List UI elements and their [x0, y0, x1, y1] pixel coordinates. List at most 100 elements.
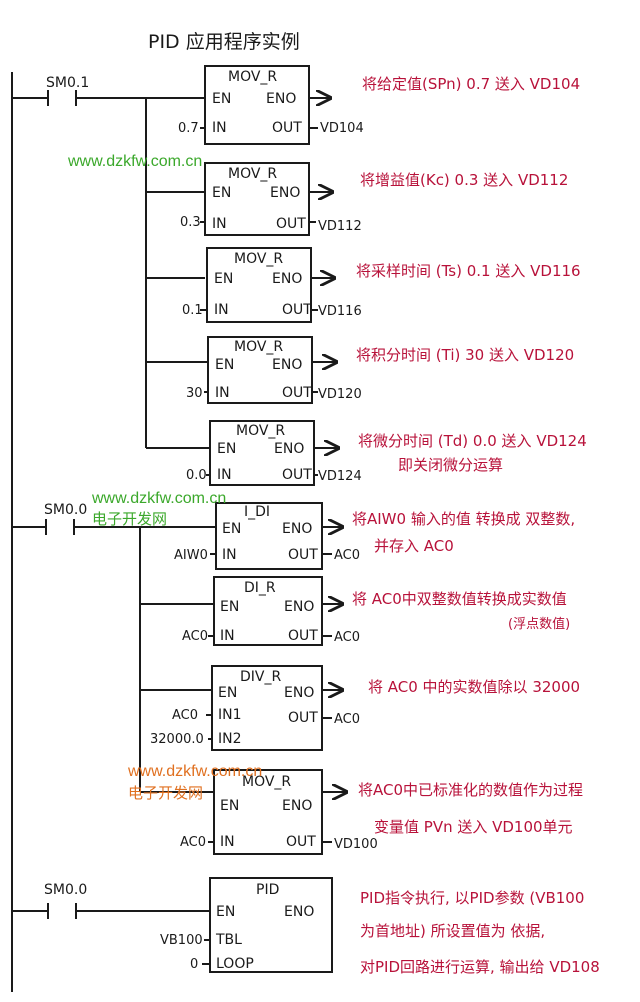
note: 为首地址) 所设置值为 依据,	[360, 922, 545, 940]
rung-1: SM0.1 MOV_R EN ENO IN OUT 0.7 VD104 将给定值…	[12, 65, 587, 486]
note: 对PID回路进行运算, 输出给 VD108	[360, 958, 600, 976]
output-value: VD112	[318, 219, 362, 234]
label: ENO	[270, 185, 300, 201]
output-value: AC0	[334, 548, 360, 563]
mov-r-block: MOV_R EN ENO IN OUT 0.3 VD112 将增益值(Kc) 0…	[180, 162, 568, 236]
mov-r-block: MOV_R EN ENO IN OUT AC0 VD100 将AC0中已标准化的…	[180, 769, 583, 855]
input-value: 0.0	[186, 468, 207, 483]
label: OUT	[286, 834, 316, 850]
block-frame	[215, 502, 323, 570]
label: IN	[222, 547, 237, 563]
label: MOV_R	[228, 69, 277, 85]
label: EN	[214, 271, 233, 287]
label: MOV_R	[234, 339, 283, 355]
label: OUT	[288, 547, 318, 563]
contact-label: SM0.0	[44, 502, 87, 518]
label: EN	[220, 599, 239, 615]
label: ENO	[284, 904, 314, 920]
label: EN	[220, 798, 239, 814]
contact-sm0-0	[12, 519, 140, 535]
label: OUT	[288, 628, 318, 644]
label: IN	[215, 385, 230, 401]
label: IN2	[218, 731, 242, 747]
label: OUT	[282, 467, 312, 483]
output-value: VD120	[318, 387, 362, 402]
contact-label: SM0.1	[46, 75, 89, 91]
note: 将 AC0中双整数值转换成实数值	[352, 590, 567, 608]
label: OUT	[288, 710, 318, 726]
di-r-block: DI_R EN ENO IN OUT AC0 AC0 将 AC0中双整数值转换成…	[182, 576, 570, 646]
label: OUT	[272, 120, 302, 136]
rung-2: SM0.0 I_DI EN ENO IN OUT AIW0 AC0 将AIW0 …	[12, 502, 583, 855]
watermark: www.dzkfw.com.cn 电子开发网	[91, 490, 226, 528]
label: MOV_R	[242, 774, 291, 790]
label: www.dzkfw.com.cn	[67, 153, 202, 170]
label: EN	[216, 904, 235, 920]
label: ENO	[272, 271, 302, 287]
block-frame	[204, 162, 310, 236]
watermark: www.dzkfw.com.cn	[67, 153, 202, 170]
mov-r-block: MOV_R EN ENO IN OUT 0.0 VD124 将微分时间 (Td)…	[186, 420, 587, 486]
label: EN	[218, 685, 237, 701]
output-value: VD124	[318, 469, 362, 484]
i-di-block: I_DI EN ENO IN OUT AIW0 AC0 将AIW0 输入的值 转…	[174, 502, 575, 570]
pid-block: PID EN ENO TBL LOOP VB100 0 PID指令执行, 以PI…	[160, 877, 600, 976]
block-frame	[209, 420, 315, 486]
branch-wires	[140, 526, 216, 793]
label: ENO	[284, 599, 314, 615]
label: ENO	[266, 91, 296, 107]
input-value: AC0	[180, 835, 206, 850]
output-value: VD116	[318, 304, 362, 319]
label: IN	[220, 628, 235, 644]
input-value: 0	[190, 957, 198, 972]
contact-sm0-0	[12, 903, 210, 919]
label: OUT	[276, 216, 306, 232]
label: OUT	[282, 385, 312, 401]
label: 电子开发网	[92, 511, 167, 528]
label: www.dzkfw.com.cn	[127, 763, 262, 780]
block-frame	[213, 576, 323, 646]
block-frame	[206, 247, 312, 323]
input-value: 0.7	[178, 121, 199, 136]
input-value: 30	[186, 386, 203, 401]
label: 电子开发网	[128, 785, 203, 802]
note: (浮点数值)	[508, 616, 570, 632]
note: 将给定值(SPn) 0.7 送入 VD104	[362, 75, 580, 93]
output-value: AC0	[334, 712, 360, 727]
label: TBL	[215, 932, 242, 948]
input-value: VB100	[160, 933, 203, 948]
label: ENO	[282, 521, 312, 537]
label: IN	[212, 120, 227, 136]
note: 即关闭微分运算	[398, 456, 503, 474]
label: PID	[256, 882, 279, 898]
label: MOV_R	[236, 423, 285, 439]
note: 并存入 AC0	[374, 537, 454, 555]
note: 将积分时间 (Ti) 30 送入 VD120	[356, 346, 574, 364]
label: DI_R	[244, 580, 276, 596]
mov-r-block: MOV_R EN ENO IN OUT 0.7 VD104 将给定值(SPn) …	[178, 65, 580, 145]
block-frame	[204, 65, 310, 145]
div-r-block: DIV_R EN ENO IN1 OUT IN2 AC0 32000.0 AC0…	[150, 665, 580, 751]
note: 将AIW0 输入的值 转换成 双整数,	[352, 510, 575, 528]
label: EN	[212, 185, 231, 201]
output-value: VD100	[334, 837, 378, 852]
note: PID指令执行, 以PID参数 (VB100	[360, 889, 584, 907]
block-frame	[211, 665, 323, 751]
block-frame	[213, 769, 323, 855]
input-value: AIW0	[174, 548, 208, 563]
mov-r-block: MOV_R EN ENO IN OUT 30 VD120 将积分时间 (Ti) …	[186, 336, 574, 404]
branch-wires	[146, 97, 210, 449]
label: ENO	[274, 441, 304, 457]
contact-sm0-1	[12, 90, 146, 106]
label: IN	[214, 302, 229, 318]
note: 变量值 PVn 送入 VD100单元	[374, 818, 573, 836]
label: IN	[212, 216, 227, 232]
label: ENO	[272, 357, 302, 373]
label: EN	[222, 521, 241, 537]
label: IN	[217, 467, 232, 483]
input-value: 0.1	[182, 303, 203, 318]
input-value: AC0	[172, 708, 198, 723]
label: EN	[212, 91, 231, 107]
